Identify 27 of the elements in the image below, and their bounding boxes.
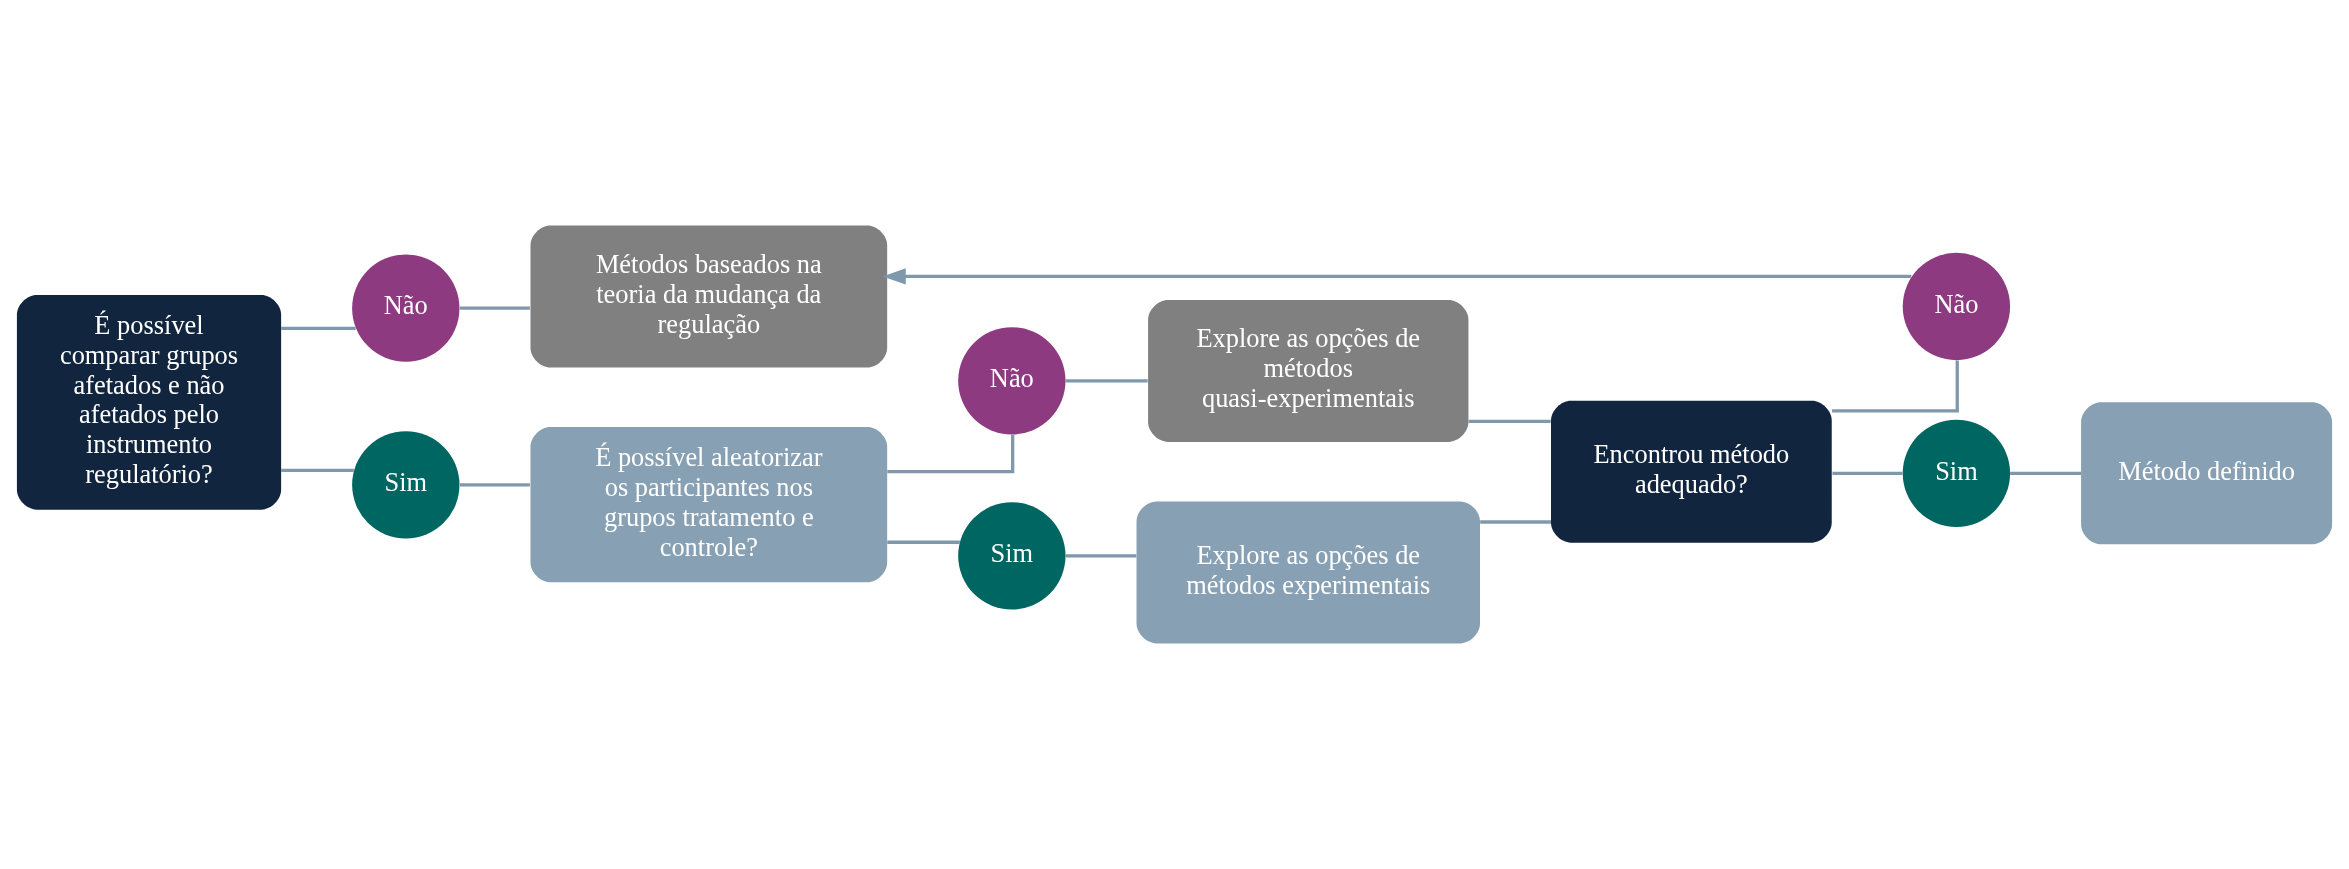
node-circle: Sim xyxy=(352,431,460,539)
connector xyxy=(887,540,960,544)
connector xyxy=(281,468,354,473)
arrow xyxy=(882,268,1912,285)
node-circle: Não xyxy=(958,327,1066,435)
node-circle: Sim xyxy=(1902,419,2011,527)
node-box: É possível aleatorizar os participantes nos grupos tratamento e controle? xyxy=(530,427,888,583)
node-box: Explore as opções de métodos quasi-experimentais xyxy=(1148,299,1469,442)
node-circle: Não xyxy=(1902,252,2011,361)
connector xyxy=(1468,419,1551,423)
connector xyxy=(1832,360,1959,413)
node-box: Método definido xyxy=(2081,402,2333,545)
connector xyxy=(460,306,530,310)
node-box: Métodos baseados na teoria da mudança da regulação xyxy=(530,225,888,368)
connector xyxy=(460,483,530,487)
connector xyxy=(1065,554,1137,558)
connector xyxy=(1832,471,1903,475)
connector xyxy=(1065,379,1148,383)
node-circle: Não xyxy=(352,254,460,362)
connector xyxy=(887,434,1015,474)
node-box: É possível comparar grupos afetados e não afetados pelo instrumento regulatório? xyxy=(16,294,282,510)
node-circle: Sim xyxy=(958,502,1066,610)
connector xyxy=(2010,471,2082,475)
connector xyxy=(281,326,356,331)
node-box: Encontrou método adequado? xyxy=(1551,400,1832,543)
connector xyxy=(1480,520,1551,524)
node-box: Explore as opções de métodos experimentais xyxy=(1136,501,1480,644)
